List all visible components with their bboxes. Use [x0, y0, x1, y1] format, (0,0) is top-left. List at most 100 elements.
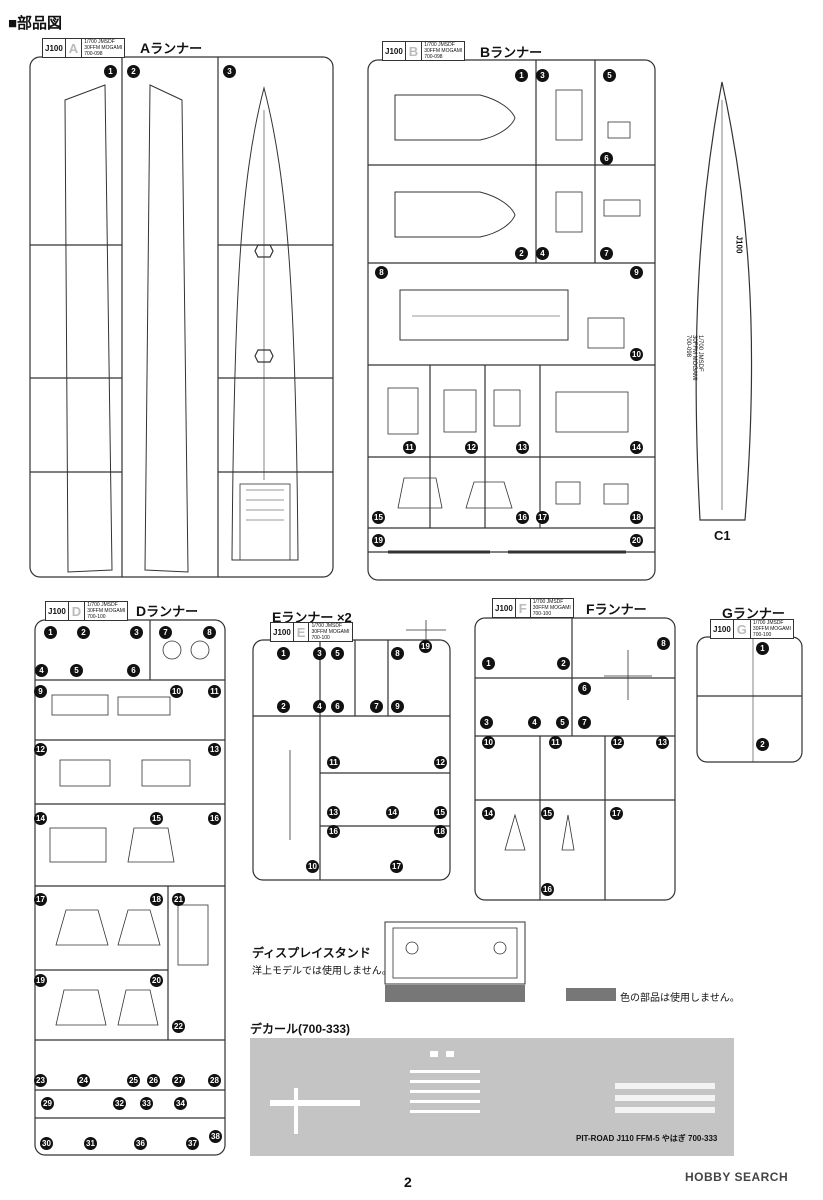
- part-number-marker: 13: [208, 743, 221, 756]
- part-number-marker: 7: [159, 626, 172, 639]
- section-heading: ■部品図: [8, 15, 63, 32]
- part-number-marker: 1: [515, 69, 528, 82]
- part-number-marker: 24: [77, 1074, 90, 1087]
- part-number-marker: 7: [370, 700, 383, 713]
- runner-f-tag-text: 1/700 JMSDF 30FFM MOGAMI 700-100: [532, 599, 571, 617]
- part-number-marker: 11: [549, 736, 562, 749]
- part-number-marker: 21: [172, 893, 185, 906]
- part-number-marker: 17: [610, 807, 623, 820]
- part-number-marker: 18: [630, 511, 643, 524]
- runner-b-title-text: ランナー: [490, 45, 543, 60]
- part-number-marker: 7: [578, 716, 591, 729]
- part-number-marker: 4: [313, 700, 326, 713]
- part-number-marker: 9: [34, 685, 47, 698]
- part-number-marker: 16: [516, 511, 529, 524]
- part-number-marker: 15: [541, 807, 554, 820]
- decal-artwork: [270, 1051, 715, 1134]
- runner-e-title-letter: E: [272, 609, 282, 625]
- display-stand-note: 洋上モデルでは使用しません。: [252, 966, 392, 977]
- runner-f-title: Fランナー: [586, 599, 647, 618]
- part-number-marker: 9: [630, 266, 643, 279]
- runner-g-letter: G: [734, 620, 751, 638]
- part-number-marker: 10: [630, 348, 643, 361]
- part-number-marker: 1: [277, 647, 290, 660]
- page-number: 2: [404, 1174, 412, 1190]
- part-number-marker: 16: [541, 883, 554, 896]
- runner-f-letter: F: [516, 599, 531, 617]
- part-number-marker: 10: [170, 685, 183, 698]
- part-number-marker: 1: [482, 657, 495, 670]
- part-number-marker: 13: [516, 441, 529, 454]
- runner-e-code: J100: [271, 623, 294, 641]
- runner-a-title-letter: A: [140, 40, 151, 56]
- part-number-marker: 9: [391, 700, 404, 713]
- display-stand-title: ディスプレイスタンド: [252, 946, 371, 960]
- part-number-marker: 1: [756, 642, 769, 655]
- part-number-marker: 14: [386, 806, 399, 819]
- part-number-marker: 23: [34, 1074, 47, 1087]
- part-number-marker: 38: [209, 1130, 222, 1143]
- part-number-marker: 2: [515, 247, 528, 260]
- part-number-marker: 10: [306, 860, 319, 873]
- runner-d-title: Dランナー: [136, 601, 198, 620]
- watermark-logo: HOBBY SEARCH: [685, 1170, 789, 1184]
- part-number-marker: 18: [150, 893, 163, 906]
- part-number-marker: 11: [327, 756, 340, 769]
- part-number-marker: 3: [313, 647, 326, 660]
- part-number-marker: 15: [372, 511, 385, 524]
- decal-caption: PIT-ROAD J110 FFM-5 やはぎ 700-333: [576, 1134, 718, 1143]
- runner-a-title-text: ランナー: [150, 41, 203, 56]
- part-number-marker: 5: [556, 716, 569, 729]
- runner-g-title-text: ランナー: [732, 606, 785, 621]
- part-number-marker: 3: [223, 65, 236, 78]
- part-number-marker: 11: [403, 441, 416, 454]
- part-c1-label: C1: [714, 528, 731, 543]
- part-number-marker: 37: [186, 1137, 199, 1150]
- part-number-marker: 7: [600, 247, 613, 260]
- part-number-marker: 8: [203, 626, 216, 639]
- part-number-marker: 18: [434, 825, 447, 838]
- part-number-marker: 2: [557, 657, 570, 670]
- part-number-marker: 3: [480, 716, 493, 729]
- runner-f-code: J100: [493, 599, 516, 617]
- part-number-marker: 5: [603, 69, 616, 82]
- part-number-marker: 22: [172, 1020, 185, 1033]
- runner-a-tag: J100 A 1/700 JMSDF 30FFM MOGAMI 700-098: [42, 38, 126, 58]
- part-c1-hull-text: 1/700 JMSDF 30FFM MOGAMI 700-098: [685, 335, 703, 381]
- part-number-marker: 13: [656, 736, 669, 749]
- runner-d-code: J100: [46, 602, 69, 620]
- part-number-marker: 25: [127, 1074, 140, 1087]
- part-number-marker: 20: [630, 534, 643, 547]
- runner-e-tag-text: 1/700 JMSDF 30FFM MOGAMI 700-100: [311, 623, 350, 641]
- part-number-marker: 12: [434, 756, 447, 769]
- part-number-marker: 27: [172, 1074, 185, 1087]
- part-number-marker: 8: [391, 647, 404, 660]
- runner-d-tag-text: 1/700 JMSDF 30FFM MOGAMI 700-100: [87, 602, 126, 620]
- part-number-marker: 3: [536, 69, 549, 82]
- part-number-marker: 4: [35, 664, 48, 677]
- part-number-marker: 6: [578, 682, 591, 695]
- part-number-marker: 6: [331, 700, 344, 713]
- part-number-marker: 1: [104, 65, 117, 78]
- runner-d-title-text: ランナー: [146, 604, 199, 619]
- part-number-marker: 31: [84, 1137, 97, 1150]
- part-number-marker: 3: [130, 626, 143, 639]
- runner-g-tag: J100 G 1/700 JMSDF 30FFM MOGAMI 700-100: [710, 619, 794, 639]
- part-number-marker: 26: [147, 1074, 160, 1087]
- part-number-marker: 6: [600, 152, 613, 165]
- part-number-marker: 34: [174, 1097, 187, 1110]
- runner-b-tag-text: 1/700 JMSDF 30FFM MOGAMI 700-098: [424, 42, 463, 60]
- part-number-marker: 12: [611, 736, 624, 749]
- part-number-marker: 6: [127, 664, 140, 677]
- runner-d-tag: J100 D 1/700 JMSDF 30FFM MOGAMI 700-100: [45, 601, 129, 621]
- part-number-marker: 5: [70, 664, 83, 677]
- part-number-marker: 36: [134, 1137, 147, 1150]
- part-number-marker: 15: [434, 806, 447, 819]
- part-number-marker: 14: [34, 812, 47, 825]
- part-number-marker: 28: [208, 1074, 221, 1087]
- part-number-marker: 2: [277, 700, 290, 713]
- part-number-marker: 30: [40, 1137, 53, 1150]
- part-number-marker: 16: [208, 812, 221, 825]
- runner-g-code: J100: [711, 620, 734, 638]
